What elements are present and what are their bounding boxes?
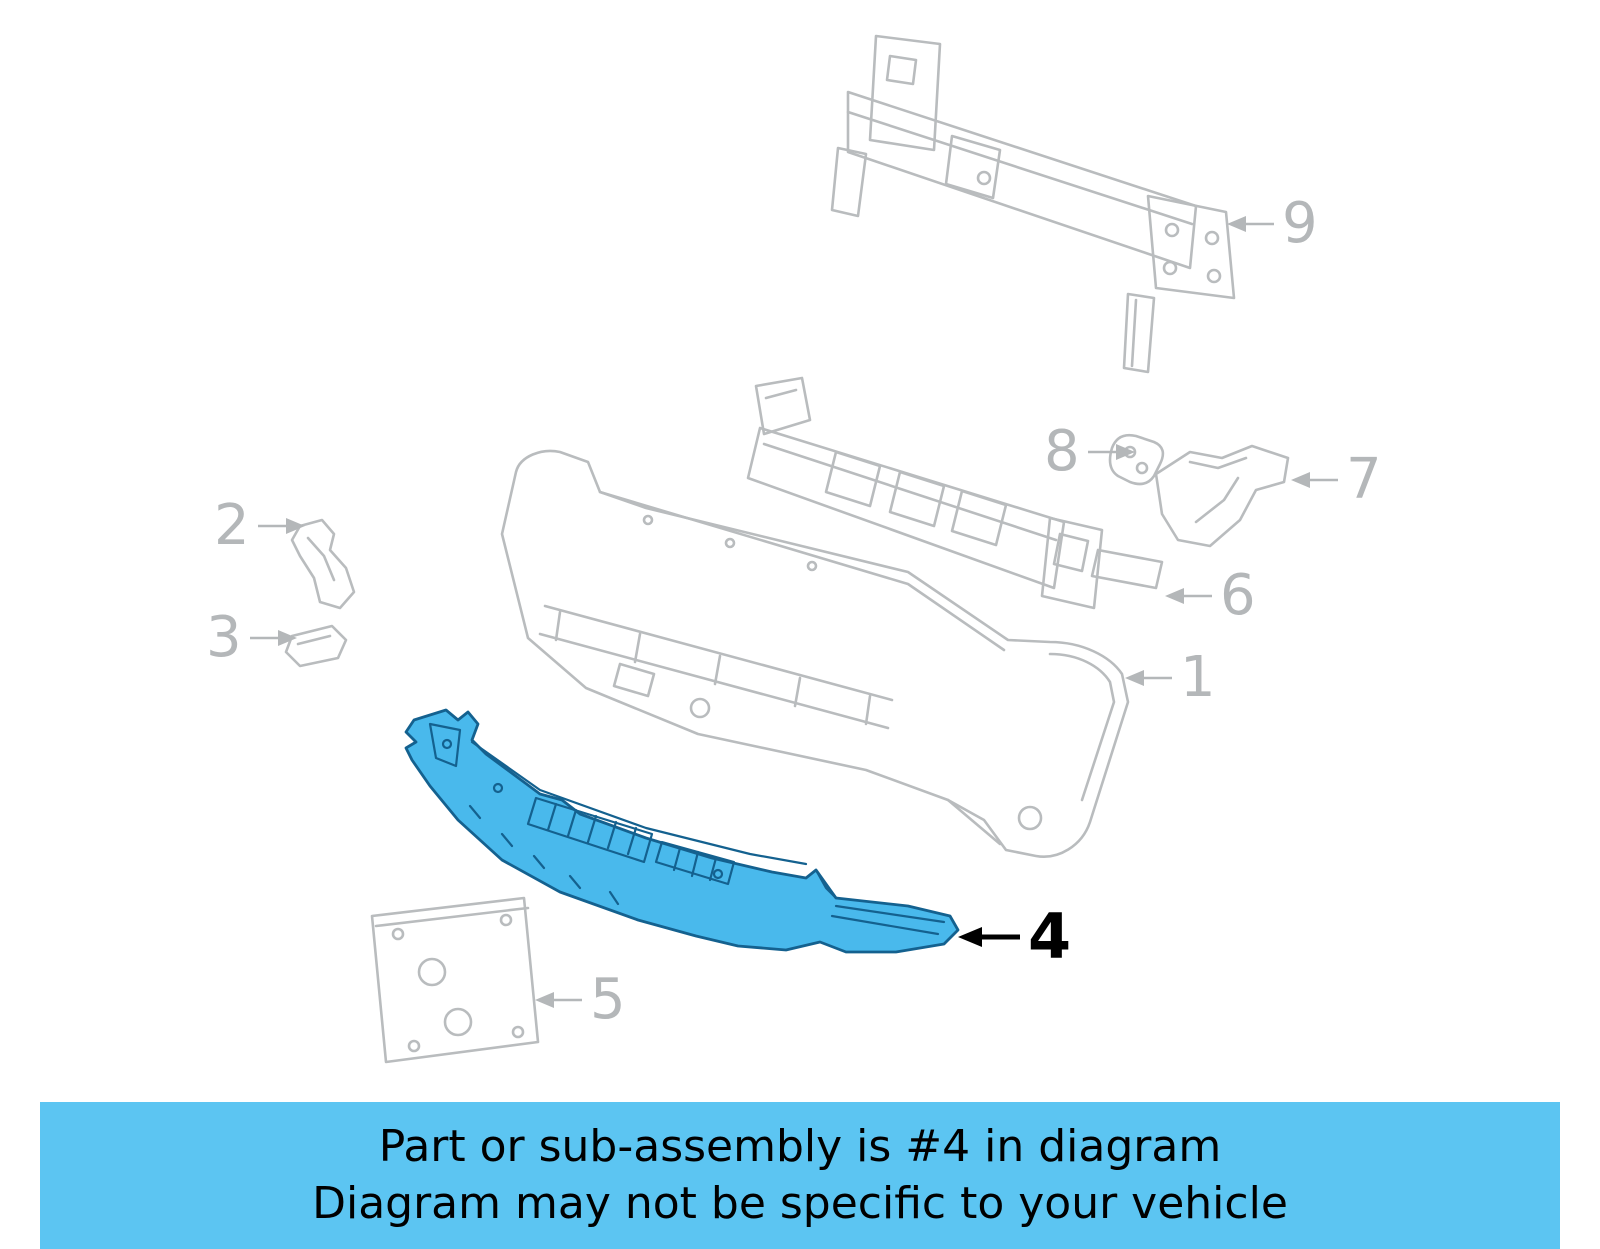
callout-number: 5 [590,967,626,1032]
callout-arrow-left-icon [1165,588,1212,604]
banner-line-2: Diagram may not be specific to your vehi… [312,1177,1288,1229]
callout-arrow-right-icon [257,518,305,534]
callout-5: 5 [534,972,626,1028]
callout-arrow-left-icon [958,927,1020,947]
callout-8: 8 [1044,424,1136,480]
callout-4-highlighted: 4 [956,906,1071,968]
part-3-bracket [284,624,348,668]
callout-number: 7 [1346,447,1382,512]
callout-arrow-left-icon [1291,472,1338,488]
banner-line-1: Part or sub-assembly is #4 in diagram [378,1121,1222,1173]
callout-9: 9 [1226,196,1318,252]
callout-3: 3 [206,610,298,666]
part-2-bracket [290,518,356,610]
disclaimer-banner: Part or sub-assembly is #4 in diagram Di… [40,1102,1560,1249]
callout-number: 6 [1220,563,1256,628]
callout-number: 2 [214,493,250,558]
callout-arrow-left-icon [535,992,582,1008]
part-7-side-bracket [1154,444,1290,548]
callout-arrow-left-icon [1125,670,1172,686]
callout-number: 1 [1180,645,1216,710]
callout-number: 4 [1028,900,1072,973]
callout-6: 6 [1164,568,1256,624]
part-5-license-bracket [370,896,540,1064]
part-9-impact-bar [830,34,1236,374]
callout-arrow-right-icon [249,630,297,646]
part-1-bumper-cover [500,449,1130,858]
callout-number: 8 [1044,419,1080,484]
callout-2: 2 [214,498,306,554]
part-6-energy-absorber [746,376,1164,610]
callout-arrow-left-icon [1227,216,1274,232]
callout-7: 7 [1290,452,1382,508]
callout-number: 9 [1282,191,1318,256]
callout-arrow-right-icon [1087,444,1135,460]
callout-number: 3 [206,605,242,670]
callout-1: 1 [1124,650,1216,706]
part-4-highlighted-valance [404,708,960,954]
